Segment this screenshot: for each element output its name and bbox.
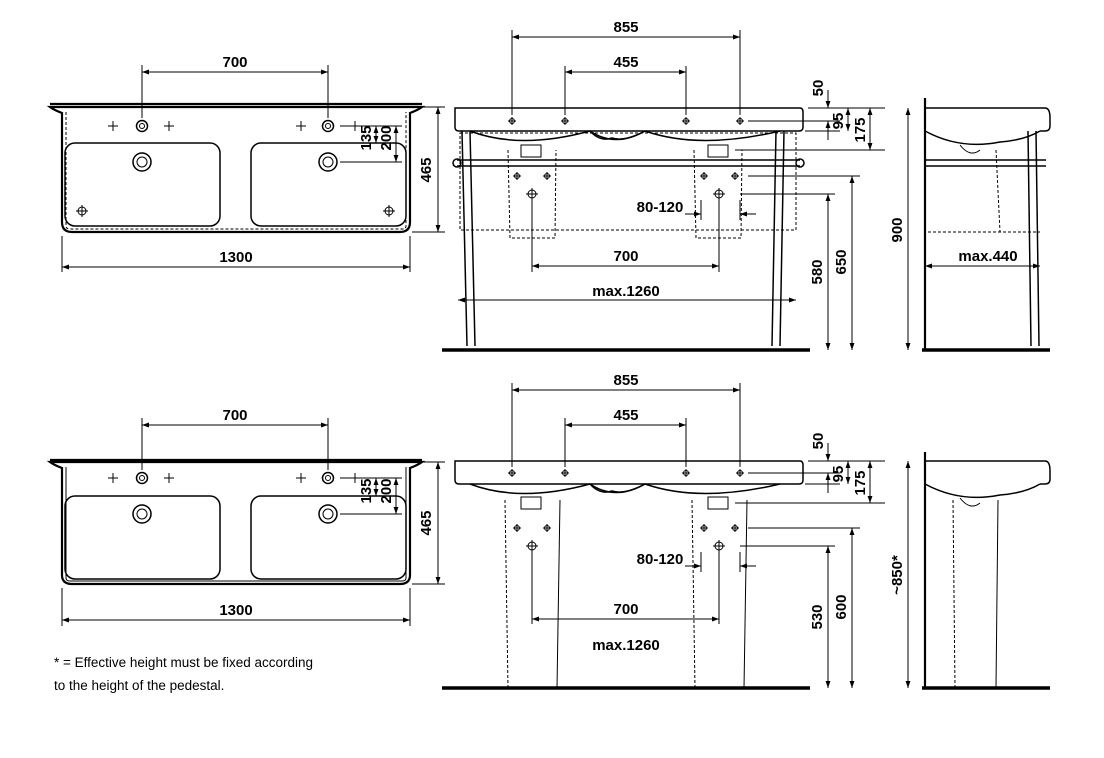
- top-plan-view: 700 1300 465 135 200: [46, 54, 445, 272]
- front-h-900-label: 900: [889, 217, 906, 242]
- front-h-580-label: 580: [809, 259, 826, 284]
- bottom-front-h-600-label: 600: [833, 594, 850, 619]
- front-trap-range-label: 80-120: [637, 199, 684, 216]
- bottom-side-view: [922, 452, 1051, 690]
- front-top-50-label: 50: [810, 80, 827, 97]
- bottom-plan-offset-135-label: 135: [358, 478, 375, 503]
- front-h-650-label: 650: [833, 249, 850, 274]
- bottom-front-top-175-label: 175: [852, 470, 869, 495]
- front-top-175-label: 175: [852, 117, 869, 142]
- footnote-line-1: * = Effective height must be fixed accor…: [54, 655, 314, 670]
- front-top-95-label: 95: [830, 113, 847, 130]
- plan-depth-label: 465: [418, 157, 435, 182]
- front-outer-holes-label: 855: [613, 19, 638, 36]
- bottom-plan-width-label: 1300: [219, 602, 252, 619]
- bottom-plan-depth-label: 465: [418, 510, 435, 535]
- top-side-view: max.440: [922, 98, 1051, 352]
- plan-offset-135-label: 135: [358, 125, 375, 150]
- plan-width-label: 1300: [219, 249, 252, 266]
- bottom-front-inner-holes-label: 455: [613, 407, 638, 424]
- bottom-front-view: 855 455 50 95 175 80-120 700 max.1260 53…: [442, 372, 911, 690]
- side-max-depth-label: max.440: [958, 248, 1017, 265]
- bottom-plan-tap-spacing-label: 700: [222, 407, 247, 424]
- bottom-front-top-95-label: 95: [830, 466, 847, 483]
- front-inner-holes-label: 455: [613, 54, 638, 71]
- top-front-view: 855 455 50 95 175 80-120 700 max.1260 58…: [442, 19, 911, 352]
- front-max-width-label: max.1260: [592, 283, 660, 300]
- bottom-front-h-530-label: 530: [809, 604, 826, 629]
- bottom-front-max-width-label: max.1260: [592, 637, 660, 654]
- bottom-front-outer-holes-label: 855: [613, 372, 638, 389]
- bottom-plan-view: 700 1300 465 135 200: [46, 407, 445, 626]
- plan-offset-200-label: 200: [378, 125, 395, 150]
- bottom-front-h-850-label: ~850*: [889, 555, 906, 595]
- bottom-front-top-50-label: 50: [810, 433, 827, 450]
- bottom-front-waste-spacing-label: 700: [613, 601, 638, 618]
- bottom-front-trap-range-label: 80-120: [637, 551, 684, 568]
- plan-tap-spacing-label: 700: [222, 54, 247, 71]
- bottom-plan-offset-200-label: 200: [378, 478, 395, 503]
- footnote-line-2: to the height of the pedestal.: [54, 678, 225, 693]
- front-waste-spacing-label: 700: [613, 248, 638, 265]
